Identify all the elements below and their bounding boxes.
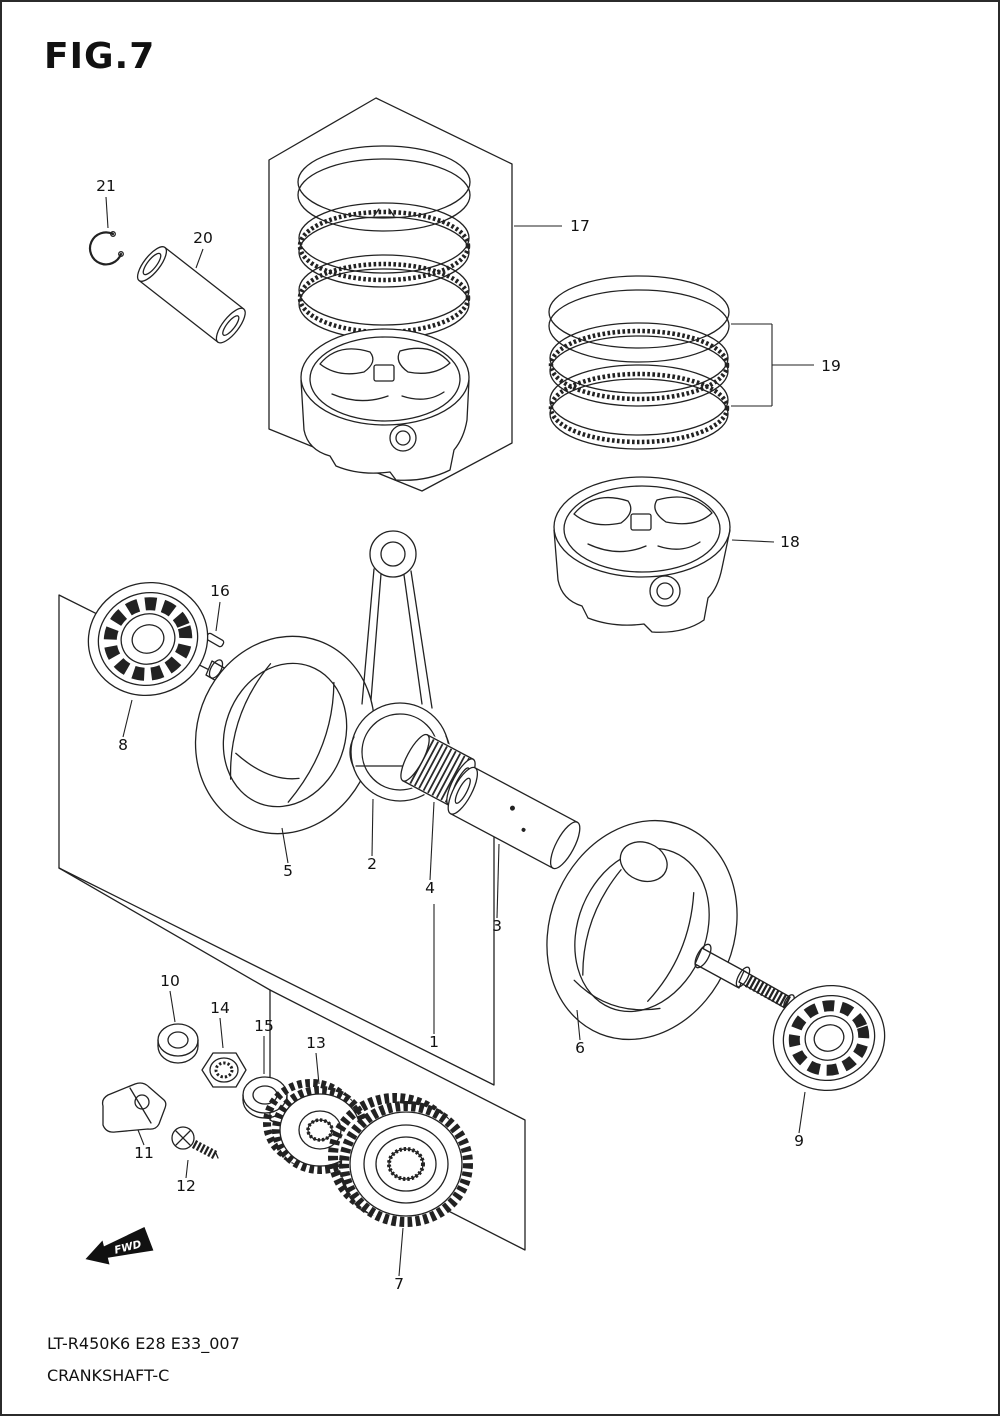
callout-labels: 1 2 3 4 5 6 7 8 9 10 11 12 13 14 15 16 1… <box>96 177 841 1293</box>
leader-line-12 <box>185 1159 189 1179</box>
callout-label-12: 12 <box>176 1177 196 1195</box>
callout-label-18: 18 <box>780 533 800 551</box>
callout-label-2: 2 <box>367 855 377 873</box>
left-crank-web <box>194 635 376 835</box>
leader-line-2 <box>371 798 374 857</box>
leader-line-7 <box>398 1227 404 1277</box>
callout-label-13: 13 <box>306 1034 326 1052</box>
piston-ring-set-17 <box>297 145 471 340</box>
callout-label-17: 17 <box>570 217 590 235</box>
callout-label-20: 20 <box>193 229 213 247</box>
leader-line-3 <box>496 843 500 919</box>
callout-label-11: 11 <box>134 1144 154 1162</box>
piston-pin <box>136 246 246 344</box>
callout-label-19: 19 <box>821 357 841 375</box>
screw <box>171 1126 219 1159</box>
leader-bracket-19 <box>731 323 814 407</box>
gear-group-box <box>269 989 526 1251</box>
callout-label-7: 7 <box>394 1275 404 1293</box>
leader-line-6 <box>576 1009 581 1041</box>
callout-label-16: 16 <box>210 582 230 600</box>
callout-label-9: 9 <box>794 1132 804 1150</box>
leader-line-10 <box>169 990 176 1023</box>
figure-title: FIG.7 <box>44 36 156 77</box>
piston-kit-group-box <box>268 97 513 492</box>
footer-figure-name: CRANKSHAFT-C <box>47 1366 170 1385</box>
leader-line-20 <box>195 248 204 269</box>
primary-drive-gear-large <box>328 1093 473 1227</box>
callout-label-4: 4 <box>425 879 435 897</box>
crank-pin <box>447 766 581 870</box>
page-footer: LT-R450K6 E28 E33_007 CRANKSHAFT-C <box>47 1328 240 1392</box>
leader-line-11 <box>137 1129 145 1146</box>
fwd-arrow-icon <box>85 1226 154 1265</box>
piston-18 <box>553 476 731 633</box>
leader-line-4 <box>429 801 435 881</box>
leader-line-8 <box>122 699 133 738</box>
leader-line-13 <box>315 1052 320 1085</box>
lock-plate <box>101 1082 167 1133</box>
leader-line-16 <box>215 601 221 632</box>
piston-ring-set-19 <box>548 275 730 450</box>
callout-label-10: 10 <box>160 972 180 990</box>
group-box-connector-line <box>58 867 271 991</box>
circlip <box>88 231 124 266</box>
callout-label-21: 21 <box>96 177 116 195</box>
footer-part-code: LT-R450K6 E28 E33_007 <box>47 1334 240 1353</box>
crankshaft-nut <box>201 1052 247 1088</box>
callout-label-3: 3 <box>492 917 502 935</box>
right-crank-bearing <box>772 984 886 1092</box>
leader-line-21 <box>105 196 109 229</box>
callout-label-14: 14 <box>210 999 230 1017</box>
leader-lines <box>105 196 814 1277</box>
left-crank-bearing <box>87 581 209 697</box>
leader-line-9 <box>798 1091 806 1134</box>
fwd-direction-arrow: FWD <box>85 1226 154 1265</box>
callout-label-8: 8 <box>118 736 128 754</box>
leader-line-18 <box>731 539 775 543</box>
callout-label-5: 5 <box>283 862 293 880</box>
leader-line-14 <box>219 1017 224 1049</box>
spacer-collar <box>157 1023 199 1064</box>
callout-label-15: 15 <box>254 1017 274 1035</box>
leader-line-5 <box>281 827 289 864</box>
right-crank-web <box>546 819 795 1041</box>
callout-label-1: 1 <box>429 1033 439 1051</box>
callout-label-6: 6 <box>575 1039 585 1057</box>
piston-in-kit <box>300 328 470 481</box>
